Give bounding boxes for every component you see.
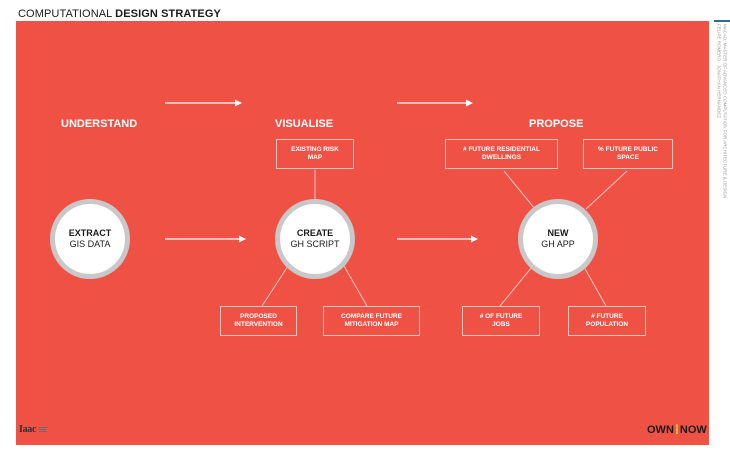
side-credit-authors: FELIPE ROMERO · JONATHAN HERNANDEZ <box>716 24 722 119</box>
box-future-jobs: # OF FUTURE JOBS <box>462 306 540 336</box>
page-title: COMPUTATIONAL DESIGN STRATEGY <box>18 8 221 20</box>
link-new-future-jobs <box>499 266 533 307</box>
box-future-public-space: % FUTURE PUBLIC SPACE <box>583 139 673 169</box>
side-credit-course: MACAD: MASTER OF ADVANCED COMPUTATION FO… <box>722 24 728 199</box>
node-create-subtitle: GH SCRIPT <box>290 239 340 249</box>
link-new-future-population <box>583 266 607 307</box>
link-new-future-residential <box>503 170 536 210</box>
connector-lines <box>165 99 628 307</box>
brand-separator <box>675 424 678 434</box>
box-existing-risk-map: EXISTING RISK MAP <box>276 139 354 169</box>
node-create-title: CREATE <box>296 227 334 238</box>
node-new-subtitle: GH APP <box>541 239 575 249</box>
node-create-gh-script: CREATE GH SCRIPT <box>275 199 355 279</box>
stage-visualise: VISUALISE <box>275 118 334 130</box>
node-new-gh-app: NEW GH APP <box>518 199 598 279</box>
box-proposed-intervention: PROPOSED INTERVENTION <box>220 306 297 336</box>
diagram-canvas: UNDERSTAND VISUALISE PROPOSE EXISTING RI… <box>16 21 709 445</box>
stage-understand: UNDERSTAND <box>61 118 138 130</box>
box-future-population: # FUTURE POPULATION <box>568 306 646 336</box>
iaac-logo: Iaac <box>19 424 49 435</box>
side-accent-bar <box>714 20 730 22</box>
link-create-compare-mitigation <box>343 265 368 307</box>
side-credits: MACAD: MASTER OF ADVANCED COMPUTATION FO… <box>712 14 730 199</box>
stage-propose: PROPOSE <box>529 118 584 130</box>
node-extract-gis-data: EXTRACT GIS DATA <box>50 199 130 279</box>
link-new-future-public-space <box>585 170 628 210</box>
node-extract-subtitle: GIS DATA <box>69 239 111 249</box>
link-create-proposed-intervention <box>261 265 289 307</box>
logo-lines-icon <box>39 427 49 432</box>
node-extract-title: EXTRACT <box>68 227 112 238</box>
box-compare-future-mitigation-map: COMPARE FUTURE MITIGATION MAP <box>323 306 420 336</box>
node-new-title: NEW <box>547 227 569 238</box>
box-future-residential-dwellings: # FUTURE RESIDENTIAL DWELLINGS <box>445 139 558 169</box>
